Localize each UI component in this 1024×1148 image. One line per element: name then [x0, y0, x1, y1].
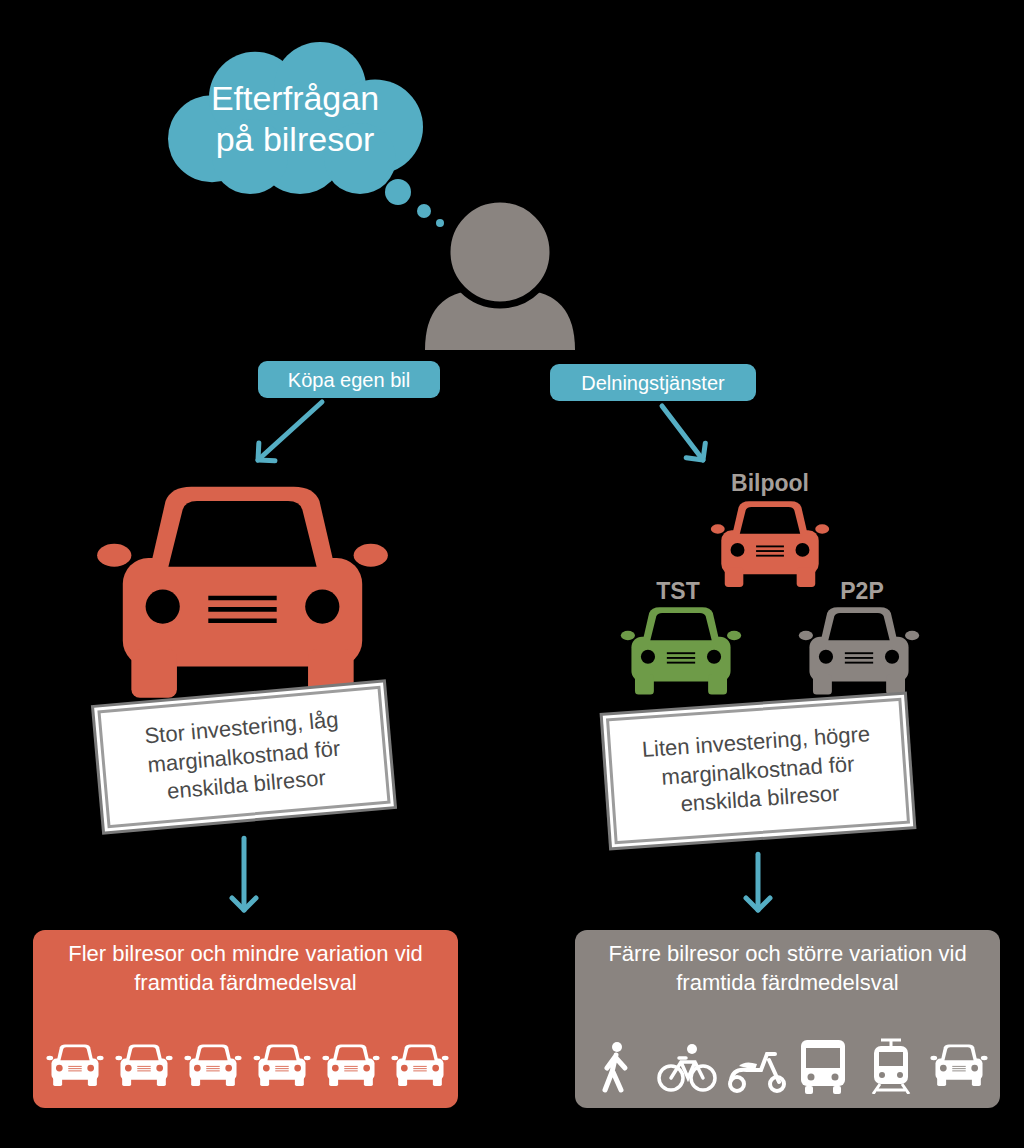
- outcome-text: Fler bilresor och mindre variation vid f…: [45, 940, 446, 997]
- car-icon: [46, 1045, 103, 1086]
- car-icon: [253, 1045, 310, 1086]
- bus-icon: [801, 1040, 845, 1094]
- choice-label: Delningstjänster: [550, 364, 756, 401]
- choice-text: Delningstjänster: [581, 370, 724, 396]
- car-type-label: Bilpool: [731, 470, 809, 497]
- flow-arrow: [242, 838, 247, 910]
- car-icon: [621, 607, 741, 694]
- cost-sign: Liten investering, högre marginalkostnad…: [606, 698, 910, 844]
- walk-icon: [605, 1042, 625, 1090]
- car-icon: [115, 1045, 172, 1086]
- scooter-icon: [730, 1054, 784, 1091]
- sign-text: Liten investering, högre marginalkostnad…: [630, 719, 885, 822]
- car-type-label: P2P: [840, 578, 883, 605]
- car-icon: [799, 607, 919, 694]
- tram-icon: [873, 1040, 909, 1094]
- mode-icons: [575, 1038, 1000, 1094]
- car-icon: [184, 1045, 241, 1086]
- choice-label: Köpa egen bil: [258, 361, 440, 398]
- thought-bubbles: [385, 179, 444, 227]
- cloud-text: Efterfrågan på bilresor: [200, 78, 390, 160]
- bike-icon: [659, 1044, 715, 1090]
- car-icon: [322, 1045, 379, 1086]
- cost-sign: Stor investering, låg marginalkostnad fö…: [97, 686, 390, 828]
- car-icon: [711, 501, 829, 587]
- car-icon: [97, 487, 388, 698]
- sign-text: Stor investering, låg marginalkostnad fö…: [122, 704, 367, 810]
- car-illustrations: [97, 487, 919, 698]
- car-icon: [391, 1045, 448, 1086]
- person-icon: [425, 199, 575, 350]
- choice-arrows: [258, 402, 703, 460]
- connectors: [244, 838, 758, 910]
- car-icon: [930, 1045, 987, 1086]
- car-type-label: TST: [656, 578, 699, 605]
- flow-arrow: [756, 854, 761, 910]
- outcome-box: Fler bilresor och mindre variation vid f…: [33, 930, 458, 1108]
- cloud-shape: [160, 40, 430, 198]
- outcome-box: Färre bilresor och större variation vid …: [575, 930, 1000, 1108]
- choice-text: Köpa egen bil: [288, 367, 410, 393]
- thought-cloud: Efterfrågan på bilresor: [160, 40, 430, 198]
- mode-icons: [33, 1038, 458, 1094]
- outcome-text: Färre bilresor och större variation vid …: [587, 940, 988, 997]
